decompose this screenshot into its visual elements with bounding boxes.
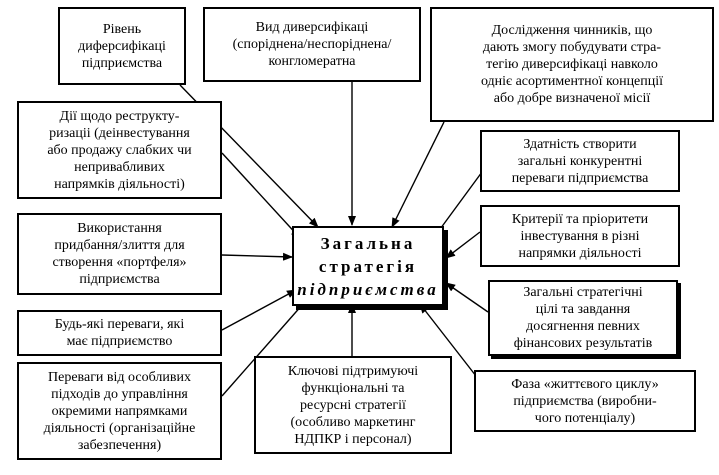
arrow-restructuring xyxy=(221,152,301,239)
arrow-competitive xyxy=(434,171,483,237)
text-line: придбання/злиття для xyxy=(54,238,185,253)
text-line: ресурсні стратегії xyxy=(300,397,406,413)
text-line: переваги підприємства xyxy=(511,170,649,186)
text-line: або продажу слабких чи xyxy=(47,142,192,158)
center-title-line1: Загальна xyxy=(320,233,416,253)
text-line: інвестування в різні xyxy=(520,228,640,244)
text-line: Критерії та пріоритети xyxy=(511,211,649,227)
box-portfolio: Використання придбання/злиття для створенн… xyxy=(17,213,222,295)
box-research-factors: Дослідження чинників, що дають змогу побу… xyxy=(430,7,714,122)
text-line: забезпечення) xyxy=(77,437,162,453)
text-line: Ключові підтримуючі xyxy=(287,363,419,379)
text-line: Рівень xyxy=(102,21,142,37)
text-line: дають змогу побудувати стра- xyxy=(482,40,662,55)
text-line: ризаціі (деінвестування xyxy=(49,125,190,141)
arrow-portfolio xyxy=(221,252,293,261)
text-line: цілі та завдання xyxy=(535,302,631,317)
text-line: підходів до управління xyxy=(51,386,188,402)
text-line: непривабливих xyxy=(74,159,165,175)
arrow-criteria xyxy=(445,231,481,259)
text-line: конгломератна xyxy=(268,54,356,69)
text-line: Загальні стратегічні xyxy=(523,285,643,300)
box-restructuring: Дії щодо реструкту-ризаціі (деінвестуван… xyxy=(17,101,222,199)
arrow-goals xyxy=(445,282,489,313)
text-line: напрямки діяльності xyxy=(518,245,642,261)
text-line: Використання xyxy=(77,221,162,236)
text-line: Фаза «життєвого циклу» xyxy=(511,376,659,392)
text-line: фінансових результатів xyxy=(513,336,653,351)
text-line: підприємства xyxy=(81,55,163,71)
text-line: Будь-які переваги, які xyxy=(54,317,185,332)
center-title-line2: стратегія xyxy=(318,256,418,276)
center-title-line3: підприємства xyxy=(297,279,439,299)
text-line: має підприємство xyxy=(66,334,173,349)
text-line: Здатність створити xyxy=(523,136,637,152)
text-line: досягнення певних xyxy=(526,319,640,334)
text-line: Переваги від особливих xyxy=(48,369,191,385)
text-line: диферсифікаці xyxy=(78,38,166,54)
text-line: Дії щодо реструкту- xyxy=(59,108,180,124)
text-line: підприємства (виробни- xyxy=(513,393,657,409)
text-line: одніє асортиментної концепції xyxy=(480,74,664,89)
box-any-advantages: Будь-які переваги, які має підприємство xyxy=(17,310,222,356)
text-line: напрямків діяльності) xyxy=(54,176,185,192)
text-line: (особливо маркетинг xyxy=(290,414,416,430)
arrow-lifecycle xyxy=(419,303,477,377)
arrow-advantages xyxy=(221,289,297,331)
text-line: функціональні та xyxy=(301,380,405,396)
text-line: Дослідження чинників, що xyxy=(491,23,653,38)
text-line: діяльності (організаційне xyxy=(43,420,196,436)
arrow-approaches xyxy=(221,295,311,397)
text-line: окремими напрямками xyxy=(51,403,188,419)
text-line: (споріднена/неспоріднена/ xyxy=(232,37,392,52)
text-line: Вид диверсифікаці xyxy=(255,20,369,35)
text-line: загальні конкурентні xyxy=(517,153,643,169)
text-line: НДПКР і персонал) xyxy=(294,431,412,447)
text-line: або добре визначеної місії xyxy=(493,91,651,106)
box-diversification-kind: Вид диверсифікаці (споріднена/неспоріднен… xyxy=(203,7,421,82)
box-strategic-goals: Загальні стратегічні цілі та завдання дося… xyxy=(488,280,678,356)
text-line: тегію диверсифікаці навколо xyxy=(486,57,658,72)
box-lifecycle-phase: Фаза «життєвого циклу»підприємства (виро… xyxy=(474,370,696,432)
text-line: підприємства xyxy=(79,272,160,287)
box-general-strategy: Загальна стратегія підприємства xyxy=(292,226,444,306)
arrow-research xyxy=(391,121,445,228)
text-line: чого потенціалу) xyxy=(534,410,636,426)
text-line: створення «портфеля» xyxy=(52,255,187,270)
